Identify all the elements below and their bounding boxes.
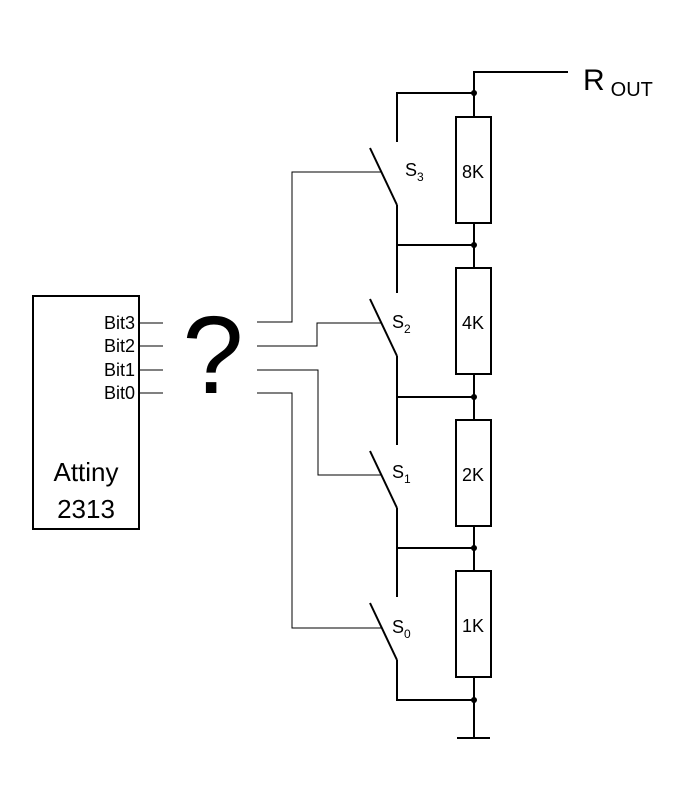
rout-subscript: OUT bbox=[611, 79, 653, 101]
switch-s0-label: S0 bbox=[392, 617, 411, 641]
rout-letter: R bbox=[583, 64, 605, 97]
pin-bit3-label: Bit3 bbox=[104, 313, 135, 333]
rout-output: R OUT bbox=[473, 64, 653, 101]
switch-s0: S0 bbox=[369, 548, 474, 701]
control-line-s3 bbox=[257, 171, 382, 323]
control-lines bbox=[257, 171, 382, 629]
resistor-2k-label: 2K bbox=[462, 465, 484, 485]
resistor-4k bbox=[455, 267, 492, 375]
resistor-2k bbox=[455, 419, 492, 527]
switch-s2-blade bbox=[369, 298, 398, 357]
switch-s3-label: S3 bbox=[405, 160, 424, 184]
resistor-4k-label: 4K bbox=[462, 313, 484, 333]
pin-bit0-label: Bit0 bbox=[104, 383, 135, 403]
attiny-chip: Bit3 Bit2 Bit1 Bit0 Attiny 2313 bbox=[32, 295, 163, 530]
chip-name-line2: 2313 bbox=[57, 494, 115, 524]
rout-label: R OUT bbox=[583, 64, 653, 101]
question-mark: ? bbox=[182, 294, 243, 417]
resistor-8k bbox=[455, 116, 492, 224]
switch-s1-label: S1 bbox=[392, 462, 411, 486]
rout-wire bbox=[473, 71, 568, 93]
chip-name-line1: Attiny bbox=[53, 457, 118, 487]
switch-s1-blade bbox=[369, 450, 398, 509]
pin-bit1-label: Bit1 bbox=[104, 360, 135, 380]
resistor-8k-label: 8K bbox=[462, 162, 484, 182]
switch-s2-label: S2 bbox=[392, 312, 411, 336]
switch-s0-wires bbox=[396, 548, 474, 701]
resistor-1k-label: 1K bbox=[462, 616, 484, 636]
switch-s0-blade bbox=[369, 602, 398, 661]
resistor-ladder: 8K 4K 2K 1K bbox=[455, 93, 492, 739]
control-line-s2 bbox=[257, 322, 382, 347]
chip-body bbox=[32, 295, 140, 530]
switch-s3-blade bbox=[369, 147, 398, 206]
chip-pin-leads bbox=[139, 322, 163, 394]
resistor-1k bbox=[455, 570, 492, 678]
switch-s3: S3 bbox=[369, 92, 474, 246]
control-line-s0 bbox=[257, 392, 382, 629]
pin-bit2-label: Bit2 bbox=[104, 336, 135, 356]
control-line-s1 bbox=[257, 369, 382, 476]
